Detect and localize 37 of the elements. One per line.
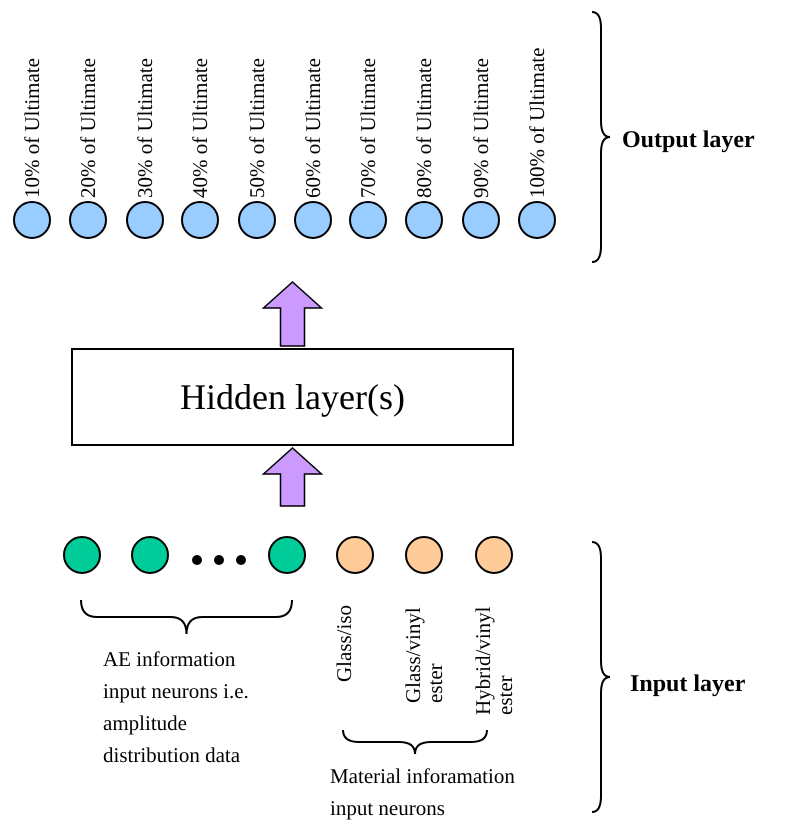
neuron-circle [13, 201, 51, 239]
neuron-label: 100% of Ultimate [526, 48, 548, 198]
layer-name: Output layer [622, 126, 755, 155]
neuron-circle [131, 536, 169, 574]
neuron-circle [475, 536, 513, 574]
group-caption: AE information input neurons i.e. amplitude distribution data [103, 646, 250, 769]
neuron-circle [238, 201, 276, 239]
block-arrow [262, 447, 324, 507]
layer-name: Input layer [630, 670, 746, 699]
neuron-circle [518, 201, 556, 239]
neuron-label: 60% of Ultimate [302, 58, 324, 198]
neuron-circle [336, 536, 374, 574]
neuron-label: 50% of Ultimate [246, 58, 268, 198]
neuron-label: 80% of Ultimate [413, 58, 435, 198]
neuron-circle [268, 536, 306, 574]
neuron-label: 90% of Ultimate [470, 58, 492, 198]
neuron-circle [462, 201, 500, 239]
hidden-layer-box [71, 348, 514, 446]
neuron-circle [349, 201, 387, 239]
neuron-label: Glass/vinyl ester [402, 606, 446, 703]
neuron-circle [181, 201, 219, 239]
neuron-circle [294, 201, 332, 239]
group-caption: Material inforamation input neurons [330, 763, 516, 822]
neuron-label: Glass/iso [333, 604, 355, 682]
layer-title: Hidden layer(s) [180, 376, 405, 418]
neuron-label: 30% of Ultimate [134, 58, 156, 198]
neuron-label: 40% of Ultimate [189, 58, 211, 198]
neuron-label: 10% of Ultimate [21, 58, 43, 198]
neuron-circle [405, 201, 443, 239]
neuron-circle [63, 536, 101, 574]
block-arrow [262, 281, 324, 347]
neuron-label: 20% of Ultimate [77, 58, 99, 198]
neuron-label: Hybrid/vinyl ester [472, 606, 516, 715]
neuron-circle [69, 201, 107, 239]
neuron-circle [126, 201, 164, 239]
neuron-label: 70% of Ultimate [357, 58, 379, 198]
neuron-circle [405, 536, 443, 574]
